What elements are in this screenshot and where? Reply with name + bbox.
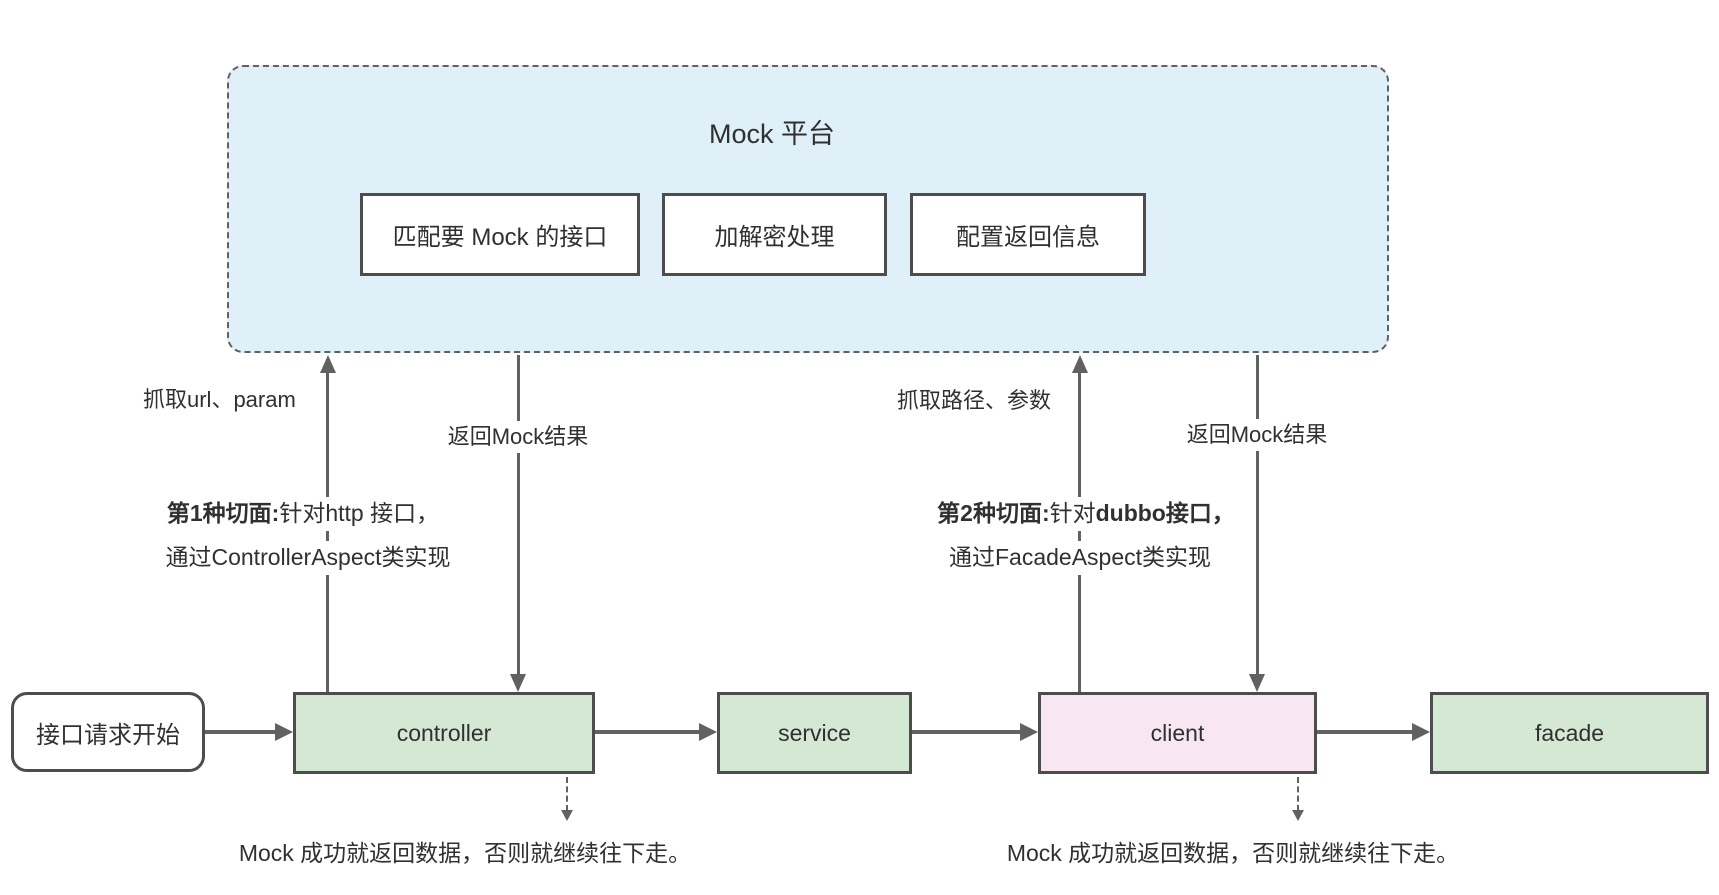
aspect-2-bold: 第2种切面: [937, 500, 1050, 526]
mock-platform-title: Mock 平台 [708, 119, 835, 149]
label-fallthrough-right: Mock 成功就返回数据，否则就继续往下走。 [1006, 840, 1460, 866]
arrowhead-up-icon [320, 355, 336, 373]
arrow-shaft [517, 355, 520, 674]
arrow-shaft [1256, 355, 1259, 674]
dashed-shaft [566, 777, 568, 811]
aspect-2-regular: 针对 [1049, 500, 1096, 526]
arrowhead-down-icon [561, 810, 573, 821]
start-node-label: 接口请求开始 [36, 721, 180, 749]
node-client-label: client [1150, 719, 1205, 746]
arrowhead-down-icon [510, 674, 526, 692]
aspect-1-regular: 针对http 接口， [279, 500, 440, 526]
arrowhead-up-icon [1072, 355, 1088, 373]
arrow-shaft [912, 730, 1020, 734]
arrowhead-right-icon [699, 723, 717, 741]
label-capture-path-params: 抓取路径、参数 [897, 388, 1052, 413]
label-fallthrough-left: Mock 成功就返回数据，否则就继续往下走。 [238, 840, 692, 866]
start-node: 接口请求开始 [11, 692, 205, 772]
node-controller: controller [293, 692, 595, 774]
label-return-mock-result-right: 返回Mock结果 [1178, 419, 1336, 452]
arrow-shaft [326, 371, 329, 692]
node-service-label: service [778, 719, 851, 746]
node-facade: facade [1430, 692, 1709, 774]
label-aspect-1-line-2: 通过ControllerAspect类实现 [157, 541, 459, 575]
platform-box-match-interface-label: 匹配要 Mock 的接口 [392, 224, 608, 251]
platform-box-encryption: 加解密处理 [662, 193, 887, 276]
arrowhead-down-icon [1249, 674, 1265, 692]
label-capture-url-param: 抓取url、param [143, 387, 296, 412]
node-service: service [717, 692, 912, 774]
aspect-2-bold-2: dubbo接口， [1095, 500, 1235, 526]
arrowhead-right-icon [1412, 723, 1430, 741]
platform-box-match-interface: 匹配要 Mock 的接口 [360, 193, 640, 276]
dashed-shaft [1297, 777, 1299, 811]
aspect-1-bold: 第1种切面: [166, 500, 280, 526]
arrow-shaft [205, 730, 277, 734]
node-controller-label: controller [396, 719, 492, 746]
label-return-mock-result-left: 返回Mock结果 [439, 421, 597, 454]
platform-box-configure-response-label: 配置返回信息 [956, 224, 1100, 251]
label-aspect-1-line-1: 第1种切面:针对http 接口， [158, 497, 448, 531]
node-client: client [1038, 692, 1317, 774]
platform-box-encryption-label: 加解密处理 [714, 224, 835, 251]
label-aspect-2-line-1: 第2种切面:针对dubbo接口， [929, 497, 1243, 531]
arrow-shaft [1317, 730, 1412, 734]
arrow-shaft [595, 730, 699, 734]
platform-box-configure-response: 配置返回信息 [910, 193, 1146, 276]
arrow-shaft [1078, 371, 1081, 692]
label-aspect-2-line-2: 通过FacadeAspect类实现 [940, 541, 1220, 575]
arrowhead-right-icon [275, 723, 293, 741]
arrowhead-right-icon [1020, 723, 1038, 741]
arrowhead-down-icon [1292, 810, 1304, 821]
node-facade-label: facade [1534, 719, 1605, 746]
